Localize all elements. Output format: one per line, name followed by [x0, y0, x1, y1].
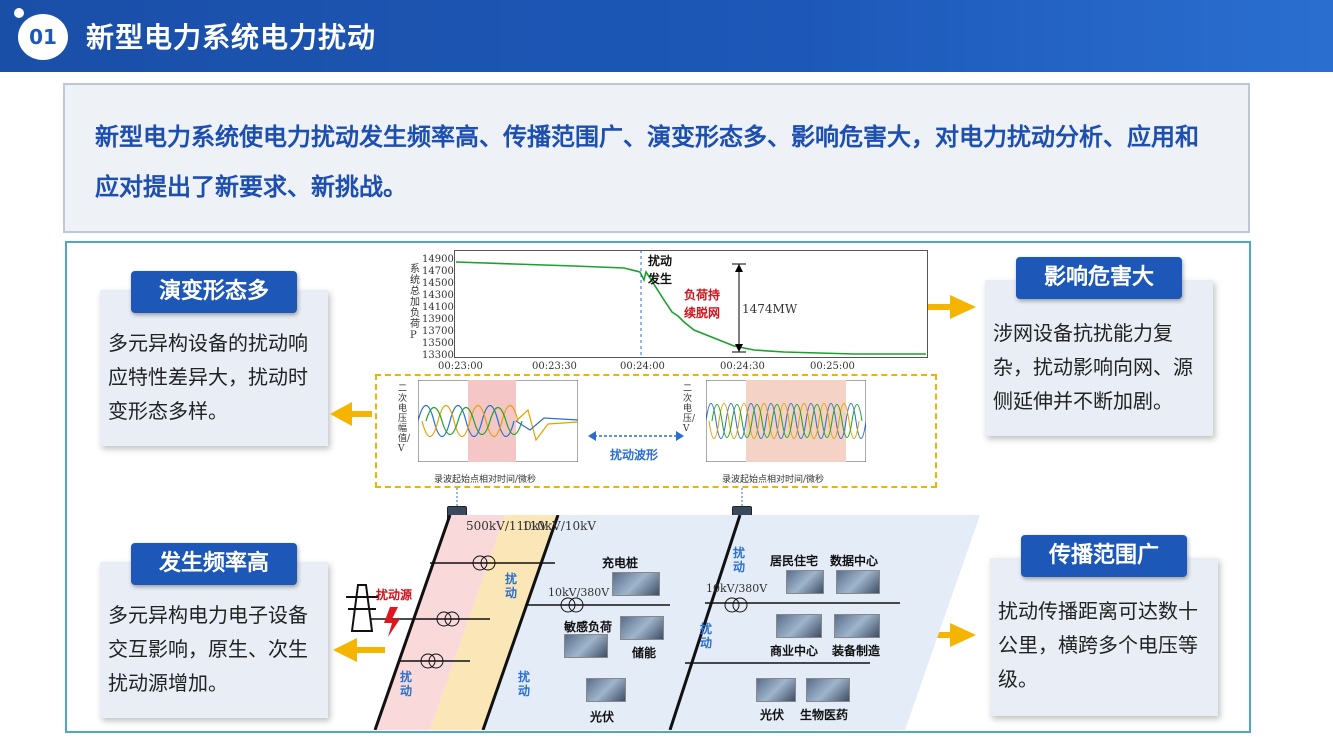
- plot-xtick-1: 00:23:30: [532, 361, 577, 372]
- node-image-pv1: [586, 678, 626, 702]
- intro-panel: [63, 83, 1250, 233]
- node-image-biomed: [806, 678, 850, 702]
- waveform-label: 扰动波形: [610, 448, 659, 462]
- node-label-sensitive: 敏感负荷: [564, 620, 613, 634]
- node-label-biomed: 生物医药: [800, 708, 849, 722]
- transformer-label-1: 500kV/110kV: [466, 519, 548, 533]
- plot-yaxis-label: 系统总加负荷P: [410, 264, 420, 341]
- plot-ytick-7: 13500: [422, 338, 454, 349]
- node-image-manufacturing: [834, 614, 880, 638]
- plot-ytick-1: 14700: [422, 266, 454, 277]
- disturb-label-3: 扰动: [518, 670, 531, 698]
- load-plot: [454, 250, 928, 358]
- card-impact-tag: 影响危害大: [1016, 257, 1182, 299]
- node-image-residence: [786, 570, 824, 594]
- plot-ytick-3: 14300: [422, 290, 454, 301]
- node-image-datacenter: [836, 570, 880, 594]
- card-impact: [985, 280, 1213, 436]
- disturb-label-5: 扰动: [700, 622, 713, 650]
- disturb-label-2: 扰动: [400, 670, 413, 698]
- header-bar: [0, 0, 1333, 72]
- card-evolution-text: 多元异构设备的扰动响应特性差异大，扰动时变形态多样。: [108, 331, 308, 423]
- plot-ytick-4: 14100: [422, 302, 454, 313]
- plot-xtick-4: 00:25:00: [810, 361, 855, 372]
- node-image-commercial: [776, 614, 822, 638]
- node-label-pv2: 光伏: [760, 708, 785, 722]
- plot-ytick-8: 13300: [422, 350, 454, 361]
- plot-xtick-2: 00:24:00: [620, 361, 665, 372]
- node-label-residence: 居民住宅: [770, 554, 819, 568]
- plot-xtick-3: 00:24:30: [720, 361, 765, 372]
- arrow-evolution-head: [330, 402, 352, 426]
- card-frequency-tag: 发生频率高: [131, 543, 297, 585]
- left-waveform-ylabel: 二次电压幅值/V: [398, 384, 411, 454]
- right-waveform-ylabel: 二次电压/V: [683, 384, 696, 434]
- card-spread-text: 扰动传播距离可达数十公里，横跨多个电压等级。: [998, 599, 1198, 691]
- arrow-impact-head: [950, 295, 976, 319]
- card-frequency-text: 多元异构电力电子设备交互影响，原生、次生扰动源增加。: [108, 603, 308, 695]
- plot-ytick-6: 13700: [422, 326, 454, 337]
- card-evolution-tag: 演变形态多: [131, 271, 297, 313]
- card-evolution: [100, 290, 328, 446]
- card-impact-text: 涉网设备抗扰能力复杂，扰动影响向网、源侧延伸并不断加剧。: [993, 321, 1193, 413]
- transformer-label-2: 110kV/10kV: [522, 519, 597, 533]
- right-waveform: [706, 380, 866, 462]
- delta-label: 1474MW: [742, 302, 798, 316]
- node-label-pv1: 光伏: [590, 710, 615, 724]
- node-image-storage: [620, 616, 664, 640]
- plot-xtick-0: 00:23:00: [438, 361, 483, 372]
- header-dot: [14, 8, 24, 18]
- transformer-label-3: 10kV/380V: [548, 586, 610, 599]
- node-label-datacenter: 数据中心: [830, 554, 879, 568]
- card-spread: [990, 558, 1218, 716]
- node-image-pv2: [756, 678, 796, 702]
- node-label-manufacturing: 装备制造: [832, 644, 881, 658]
- disturb-label-1: 扰动: [505, 572, 518, 600]
- waveform-double-arrow: [588, 431, 684, 441]
- arrow-frequency-head: [333, 638, 357, 662]
- plot-ytick-2: 14500: [422, 278, 454, 289]
- intro-text: 新型电力系统使电力扰动发生频率高、传播范围广、演变形态多、影响危害大，对电力扰动…: [95, 123, 1199, 201]
- monitor-links: [456, 488, 743, 506]
- arrow-frequency: [355, 647, 385, 653]
- left-waveform-xlabel: 录波起始点相对时间/微秒: [434, 475, 537, 485]
- page-title: 新型电力系统电力扰动: [86, 21, 377, 54]
- right-waveform-xlabel: 录波起始点相对时间/微秒: [722, 475, 825, 485]
- waveform-box: [375, 374, 937, 488]
- transformer-label-4: 10kV/380V: [706, 582, 768, 595]
- load-curve: [455, 261, 926, 355]
- disturbance-source-label: 扰动源: [376, 588, 413, 602]
- arrow-spread-head: [950, 623, 976, 647]
- plot-ytick-5: 13900: [422, 314, 454, 325]
- left-waveform: [418, 380, 578, 462]
- plot-ytick-0: 14900: [422, 254, 454, 265]
- section-number-badge: 01: [18, 14, 68, 60]
- disturb-label-4: 扰动: [733, 546, 746, 574]
- node-image-charging: [612, 572, 660, 596]
- node-label-charging: 充电桩: [602, 556, 639, 570]
- load-drop-label: 负荷持续脱网: [684, 288, 721, 320]
- arrow-evolution: [350, 411, 372, 417]
- load-curve-svg: [455, 250, 926, 358]
- node-label-storage: 储能: [632, 646, 657, 660]
- network-diagram: [346, 515, 980, 730]
- card-spread-tag: 传播范围广: [1021, 535, 1187, 577]
- node-label-commercial: 商业中心: [770, 644, 819, 658]
- node-image-sensitive: [564, 634, 608, 658]
- card-frequency: [100, 562, 328, 718]
- event-label: 扰动发生: [648, 254, 673, 286]
